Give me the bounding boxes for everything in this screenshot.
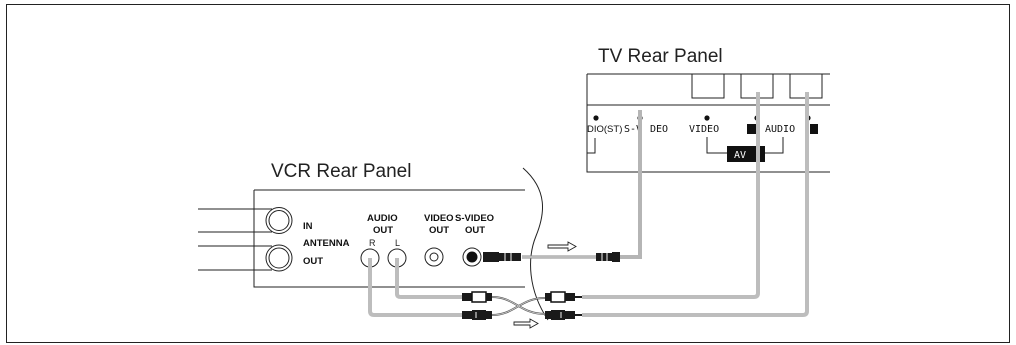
tv-jack-dot <box>593 115 599 121</box>
video-out-jack <box>424 247 444 267</box>
vcr-panel-body <box>253 189 525 288</box>
vcr-audio-out-label-2: OUT <box>373 225 393 236</box>
vcr-audio-l-label: L <box>395 238 400 248</box>
tv-top-connector-1 <box>691 73 725 99</box>
signal-arrow-icon <box>547 241 577 252</box>
tv-bracket-left <box>587 138 596 154</box>
audio-cable <box>368 92 809 329</box>
tv-av-label: AV <box>734 150 746 161</box>
tv-svideo-label: S-V <box>624 124 642 135</box>
audio-plug-tv-l <box>545 293 551 301</box>
vcr-video-out-label-2: OUT <box>429 225 449 236</box>
tv-audio-label: AUDIO <box>765 124 795 135</box>
svideo-plug-vcr <box>483 252 499 262</box>
tv-rear-panel: TV Rear Panel DIO(ST) S-V DEO VIDEO AUDI… <box>586 46 830 173</box>
tv-audio-st-label: DIO(ST) <box>587 124 622 135</box>
tv-l-marker <box>747 124 756 134</box>
vcr-out-label: OUT <box>303 256 323 267</box>
tv-jack-dot <box>704 115 710 121</box>
vcr-video-out-label-1: VIDEO <box>424 213 454 224</box>
cables <box>368 92 809 329</box>
vcr-in-label: IN <box>303 221 313 232</box>
tv-panel-title: TV Rear Panel <box>598 46 723 67</box>
audio-plug-tv-r <box>545 311 551 319</box>
audio-plug-vcr-r <box>462 311 472 319</box>
audio-plug-vcr-l <box>462 293 472 301</box>
svideo-plug-tv <box>596 253 612 261</box>
vcr-svideo-out-label-1: S-VIDEO <box>455 213 494 224</box>
signal-arrow-icon <box>513 318 539 329</box>
vcr-svideo-out-label-2: OUT <box>465 225 485 236</box>
vcr-rear-panel: VCR Rear Panel IN ANTENNA OUT AUDIO OUT … <box>198 161 549 321</box>
vcr-panel-title: VCR Rear Panel <box>271 161 411 182</box>
tv-svideo-label-tail: DEO <box>650 124 668 135</box>
tv-video-label: VIDEO <box>689 124 719 135</box>
figure-frame <box>6 4 1010 343</box>
tv-av-box <box>727 146 765 162</box>
antenna-out-connector <box>265 244 293 272</box>
svideo-cable <box>483 110 642 262</box>
vcr-audio-out-label-1: AUDIO <box>367 213 398 224</box>
vcr-antenna-label: ANTENNA <box>303 238 350 249</box>
vcr-audio-r-label: R <box>369 238 376 248</box>
tv-r-marker <box>810 124 818 134</box>
vcr-break-line <box>522 167 549 321</box>
svideo-out-jack <box>462 247 482 267</box>
antenna-in-connector <box>265 207 293 234</box>
